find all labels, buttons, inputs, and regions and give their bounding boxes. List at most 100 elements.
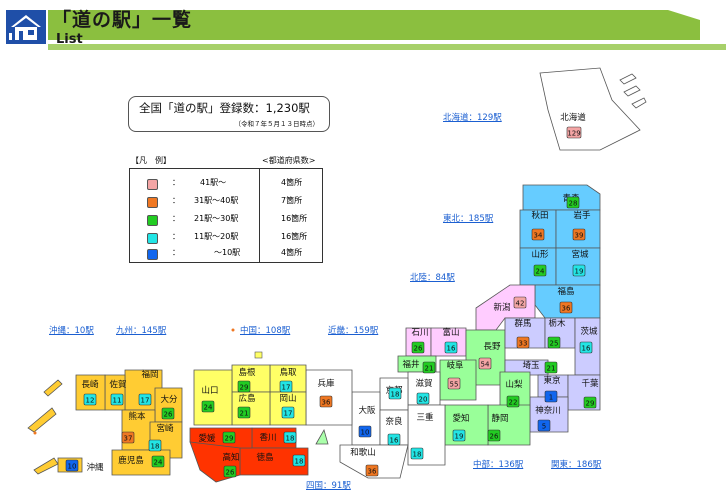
region-link-hokkaido[interactable]: 北海道：129駅	[443, 113, 502, 123]
prefecture-name: 宮崎	[156, 423, 174, 434]
region-link-chubu[interactable]: 中部：136駅	[473, 460, 524, 470]
prefecture-area-0[interactable]	[539, 67, 641, 151]
station-count-box	[148, 439, 162, 452]
region-link-tohoku[interactable]: 東北：185駅	[443, 214, 494, 224]
station-count: 11	[113, 397, 122, 405]
station-count-box	[547, 336, 561, 349]
station-count-box	[531, 228, 545, 241]
station-count-box	[222, 431, 236, 444]
prefecture-name: 島根	[238, 367, 256, 378]
prefecture-area-1[interactable]	[522, 184, 601, 211]
region-link-hokuriku[interactable]: 北陸：84駅	[410, 273, 455, 283]
station-count: 18	[413, 451, 422, 459]
station-count: 19	[455, 433, 464, 441]
region-link-chugoku[interactable]: 中国：108駅	[240, 326, 291, 336]
prefecture-name: 福岡	[141, 369, 158, 380]
station-count: 24	[536, 268, 545, 276]
prefecture-name: 埼玉	[522, 360, 540, 371]
prefecture-area-22[interactable]	[444, 404, 489, 446]
station-count-box	[422, 361, 436, 374]
station-count: 54	[481, 361, 490, 369]
prefecture-name: 山梨	[505, 379, 523, 390]
station-count: 19	[575, 268, 584, 276]
prefecture-name: 鳥取	[279, 367, 297, 378]
prefecture-name: 長野	[483, 342, 501, 352]
region-link-okinawa[interactable]: 沖縄：10駅	[49, 326, 94, 336]
station-count-box	[151, 455, 165, 468]
region-link-kyushu[interactable]: 九州：145駅	[116, 326, 167, 336]
station-count-box	[387, 433, 401, 446]
header-green-band	[48, 10, 668, 40]
kuril-island	[619, 73, 637, 85]
region-link-shikoku[interactable]: 四国：91駅	[306, 481, 351, 491]
station-count-box	[161, 407, 175, 420]
legend-count: 4箇所	[281, 178, 303, 187]
prefecture-name: 岩手	[573, 210, 591, 221]
prefecture-name: 佐賀	[109, 379, 127, 390]
station-count: 16	[390, 437, 399, 445]
prefecture-name: 秋田	[531, 210, 548, 221]
legend-row: ： 21駅～30駅 16箇所	[130, 212, 322, 230]
legend-count: 16箇所	[281, 232, 308, 241]
prefecture-name: 北海道	[560, 112, 586, 123]
station-count-box	[566, 196, 580, 209]
station-count-box	[416, 392, 430, 405]
total-count-box: 全国「道の駅」登録数：1,230駅 （令和７年５月１３日時点）	[128, 96, 330, 132]
legend-colon: ：	[172, 214, 180, 223]
station-count: 17	[282, 384, 291, 392]
station-count-box	[83, 393, 97, 406]
prefecture-name: 栃木	[548, 318, 566, 329]
legend-colon: ：	[172, 248, 180, 257]
prefecture-name: 熊本	[128, 411, 146, 422]
station-count: 10	[361, 429, 370, 437]
station-count-box	[583, 396, 597, 409]
station-count: 36	[368, 468, 377, 476]
legend-range: 21駅～30駅	[194, 214, 239, 223]
prefecture-labels: 北海道129青森28秋田34岩手39山形24宮城19福島36新潟42石川26富山…	[65, 112, 599, 478]
station-count-box	[237, 380, 251, 393]
prefecture-name: 兵庫	[317, 378, 335, 389]
header-bar	[6, 10, 726, 50]
legend-divider	[259, 169, 260, 262]
station-count: 24	[154, 459, 163, 467]
station-count: 18	[295, 458, 304, 466]
header-white-strip	[48, 40, 726, 44]
station-count: 39	[575, 232, 584, 240]
station-count: 26	[164, 411, 173, 419]
prefecture-name: 福島	[557, 286, 575, 297]
station-count-box	[566, 126, 582, 139]
station-count-box	[121, 431, 135, 444]
legend-count: 7箇所	[281, 196, 303, 205]
legend-swatch	[147, 197, 158, 208]
legend-range: 11駅～20駅	[194, 232, 239, 241]
prefecture-name: 愛媛	[198, 433, 216, 444]
legend-heading: 【凡 例】	[131, 156, 171, 165]
legend-box: ： 41駅～ 4箇所 ： 31駅～40駅 7箇所 ： 21駅～30駅 16箇所 …	[129, 168, 323, 263]
prefecture-name: 新潟	[493, 302, 511, 313]
region-link-kinki[interactable]: 近畿：159駅	[328, 326, 379, 336]
station-count: 129	[567, 130, 580, 138]
kuril-island	[631, 97, 647, 109]
prefecture-area-34[interactable]	[193, 369, 233, 426]
station-count-box	[138, 393, 152, 406]
station-count: 29	[586, 400, 595, 408]
station-count-box	[110, 393, 124, 406]
station-count: 26	[226, 469, 235, 477]
station-count-box	[358, 425, 372, 438]
station-count: 36	[322, 399, 331, 407]
prefecture-name: 三重	[416, 412, 434, 423]
station-icon	[9, 15, 41, 40]
okinawa-island	[33, 457, 59, 475]
prefecture-name: 和歌山	[350, 447, 376, 458]
station-count: 55	[450, 381, 459, 389]
prefecture-name: 静岡	[491, 413, 508, 424]
station-count: 34	[534, 232, 543, 240]
prefecture-name: 千葉	[581, 378, 599, 389]
legend-row: ： 11駅～20駅 16箇所	[130, 230, 322, 248]
legend-range: ～10駅	[214, 248, 241, 257]
prefecture-area-41[interactable]	[75, 374, 106, 411]
legend-count: 16箇所	[281, 214, 308, 223]
region-link-kanto[interactable]: 関東：186駅	[551, 460, 602, 470]
station-count: 18	[151, 443, 160, 451]
